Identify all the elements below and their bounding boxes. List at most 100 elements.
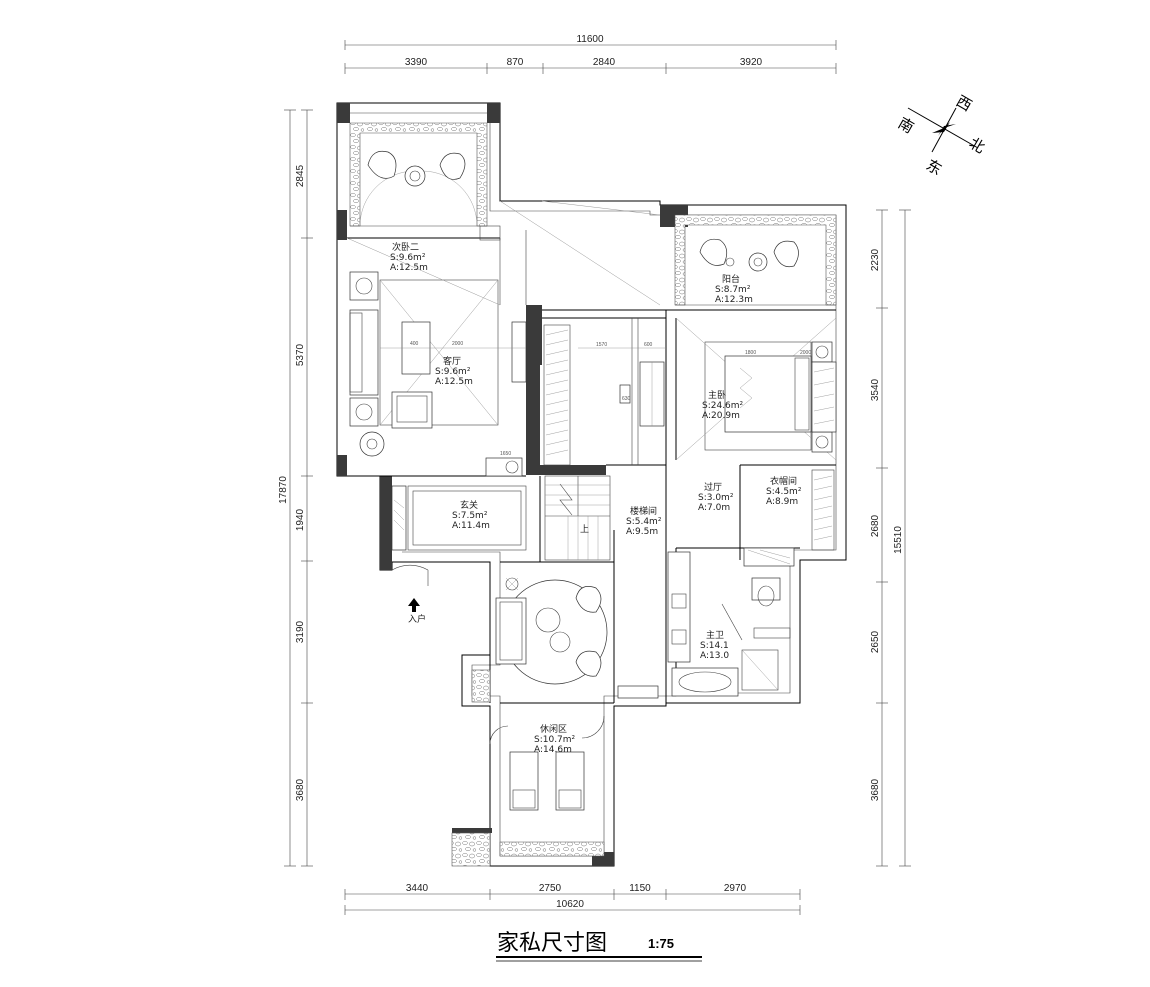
dim-top-seg-3: 2840 xyxy=(593,57,616,68)
dimension-left: 17870 2845 5370 1940 3190 3680 xyxy=(278,109,313,867)
room-hall-area: S:3.0m² xyxy=(698,493,734,503)
room-hall-name: 过厅 xyxy=(704,481,722,493)
room-living-name: 客厅 xyxy=(443,355,461,367)
room-bath-area: S:14.1 xyxy=(700,641,729,651)
entrance-marker: 入户 xyxy=(408,598,426,625)
dim-left-total: 17870 xyxy=(278,476,289,504)
wardrobe-closet xyxy=(811,469,835,551)
drawing-title-text: 家私尺寸图 xyxy=(497,931,607,956)
compass-east: 东 xyxy=(923,156,945,179)
furn-dim-1: 400 xyxy=(410,341,419,347)
room-stair-name: 楼梯间 xyxy=(630,505,657,517)
room-foyer: 玄关 S:7.5m² A:11.4m xyxy=(452,499,490,531)
room-closet: 衣帽间 S:4.5m² A:8.9m xyxy=(766,475,802,507)
room-foyer-area: S:7.5m² xyxy=(452,511,488,521)
room-bath-name: 主卫 xyxy=(706,629,724,641)
room-bath: 主卫 S:14.1 A:13.0 xyxy=(700,629,729,661)
drawing-title: 家私尺寸图 1:75 xyxy=(496,931,702,962)
dim-top-total: 11600 xyxy=(576,34,604,45)
dining-furniture xyxy=(495,577,659,699)
room-leisure-area: S:10.7m² xyxy=(534,735,576,745)
compass-south: 南 xyxy=(895,114,917,137)
room-bedroom2: 次卧二 S:9.6m² A:12.5m xyxy=(390,241,428,273)
staircase: 上 xyxy=(544,475,611,561)
room-stair-perimeter: A:9.5m xyxy=(626,527,658,537)
dimension-top: 11600 3390 870 2840 3920 xyxy=(344,34,837,74)
room-closet-name: 衣帽间 xyxy=(770,475,797,487)
dim-bottom-total: 10620 xyxy=(556,899,584,910)
room-bedroom2-name: 次卧二 xyxy=(392,241,419,253)
dimension-bottom: 3440 2750 1150 2970 10620 xyxy=(344,883,801,915)
bathroom-fixtures xyxy=(667,547,795,697)
room-bath-perimeter: A:13.0 xyxy=(700,651,729,661)
furn-dim-3: 1570 xyxy=(596,342,607,348)
room-master-perimeter: A:20.9m xyxy=(702,411,740,421)
walls xyxy=(336,102,847,867)
room-hall-perimeter: A:7.0m xyxy=(698,503,730,513)
terrace-north xyxy=(349,122,488,227)
compass-rose: 西 北 东 南 xyxy=(895,92,988,179)
room-bedroom2-perimeter: A:12.5m xyxy=(390,263,428,273)
dim-top-seg-2: 870 xyxy=(507,57,524,68)
room-stair-area: S:5.4m² xyxy=(626,517,662,527)
dim-right-seg-2: 3540 xyxy=(870,378,881,401)
dimension-right: 2230 3540 2680 2650 3680 15510 xyxy=(870,209,911,867)
room-leisure-name: 休闲区 xyxy=(540,723,567,735)
room-balcony-perimeter: A:12.3m xyxy=(715,295,753,305)
furn-dim-5: 1650 xyxy=(500,451,511,457)
room-closet-area: S:4.5m² xyxy=(766,487,802,497)
dim-right-seg-5: 3680 xyxy=(870,778,881,801)
room-foyer-name: 玄关 xyxy=(460,499,478,511)
room-balcony-area: S:8.7m² xyxy=(715,285,751,295)
wardrobe-left xyxy=(543,324,571,466)
dim-bottom-seg-1: 3440 xyxy=(406,883,429,894)
room-leisure-perimeter: A:14.6m xyxy=(534,745,572,755)
room-master: 主卧 S:24.6m² A:20.9m xyxy=(702,389,744,421)
furn-dim-4: 600 xyxy=(644,342,653,348)
dim-bottom-seg-2: 2750 xyxy=(539,883,562,894)
dim-right-total: 15510 xyxy=(893,526,904,554)
dim-bottom-seg-3: 1150 xyxy=(629,883,651,894)
dim-left-seg-3: 1940 xyxy=(295,508,306,531)
room-living-area: S:9.6m² xyxy=(435,367,471,377)
terrace-balcony xyxy=(674,214,837,306)
room-living-perimeter: A:12.5m xyxy=(435,377,473,387)
master-bedroom-furniture: 1570 600 xyxy=(578,317,837,461)
balcony-chairs xyxy=(699,238,799,272)
dim-top-seg-1: 3390 xyxy=(405,57,428,68)
room-master-area: S:24.6m² xyxy=(702,401,744,411)
dim-right-seg-3: 2680 xyxy=(870,514,881,537)
furn-dim-8: 2000 xyxy=(800,350,811,356)
drawing-scale: 1:75 xyxy=(648,936,674,951)
dim-right-seg-4: 2650 xyxy=(870,630,881,653)
room-living: 客厅 S:9.6m² A:12.5m xyxy=(435,355,473,387)
foyer-furniture xyxy=(391,485,527,586)
terrace-north-chairs xyxy=(367,150,466,187)
dim-right-seg-1: 2230 xyxy=(870,248,881,271)
dim-left-seg-5: 3680 xyxy=(295,778,306,801)
dim-left-seg-1: 2845 xyxy=(295,164,306,187)
room-balcony: 阳台 S:8.7m² A:12.3m xyxy=(715,273,753,305)
stair-up-label: 上 xyxy=(580,524,589,535)
dim-top-seg-4: 3920 xyxy=(740,57,763,68)
room-leisure: 休闲区 S:10.7m² A:14.6m xyxy=(534,723,576,755)
room-stair: 楼梯间 S:5.4m² A:9.5m xyxy=(626,505,662,537)
dim-bottom-seg-4: 2970 xyxy=(724,883,747,894)
room-closet-perimeter: A:8.9m xyxy=(766,497,798,507)
furn-dim-2: 2000 xyxy=(452,341,463,347)
furn-dim-7: 1800 xyxy=(745,350,756,356)
room-bedroom2-area: S:9.6m² xyxy=(390,253,426,263)
entrance-label: 入户 xyxy=(408,613,426,625)
compass-west: 西 xyxy=(953,92,975,115)
furn-dim-6: 630 xyxy=(622,396,631,402)
room-balcony-name: 阳台 xyxy=(722,273,740,285)
room-labels: 次卧二 S:9.6m² A:12.5m 客厅 S:9.6m² A:12.5m 阳… xyxy=(390,241,802,755)
terrace-south xyxy=(451,669,605,867)
dim-left-seg-2: 5370 xyxy=(295,343,306,366)
room-master-name: 主卧 xyxy=(708,389,726,401)
living-room-furniture: 400 2000 xyxy=(346,200,661,477)
leisure-furniture xyxy=(489,715,605,811)
room-hall: 过厅 S:3.0m² A:7.0m xyxy=(698,481,734,513)
compass-north: 北 xyxy=(966,134,988,157)
